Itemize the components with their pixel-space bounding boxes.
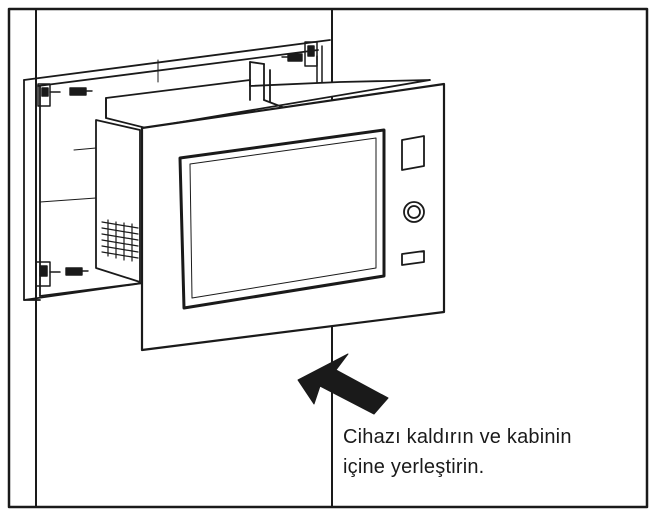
bracket-bottom-left: [35, 261, 61, 287]
oven-front-panel: [140, 82, 446, 352]
bracket-top-left: [37, 83, 61, 107]
door-button: [401, 250, 425, 266]
screw-icon: [65, 267, 89, 276]
vent-grille: [101, 219, 139, 262]
bracket-top-right: [304, 41, 323, 87]
caption-line-2: içine yerleştirin.: [343, 456, 485, 478]
instruction-caption: Cihazı kaldırın ve kabinin içine yerleşt…: [343, 422, 643, 482]
caption-line-1: Cihazı kaldırın ve kabinin: [343, 426, 572, 448]
push-arrow-icon: [297, 353, 389, 415]
screw-icon: [281, 53, 303, 62]
cabinet-niche: [23, 39, 331, 301]
outer-frame: [7, 7, 649, 509]
control-knob-icon: [403, 201, 425, 223]
screw-icon: [69, 87, 93, 96]
oven-body: [95, 61, 431, 283]
display-window: [401, 135, 425, 171]
